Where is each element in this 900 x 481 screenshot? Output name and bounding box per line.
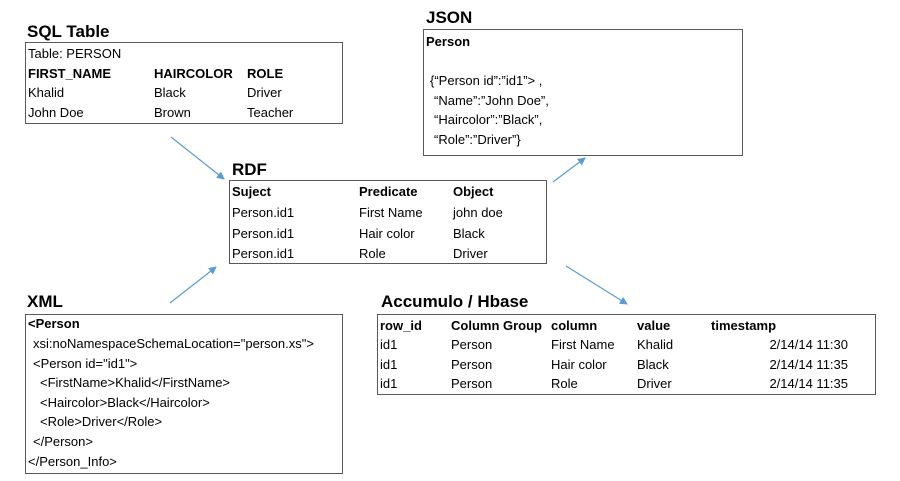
accumulo-cell: id1 — [380, 376, 398, 391]
sql-col-first-name: FIRST_NAME — [28, 66, 112, 81]
arrow-sql-to-rdf — [170, 136, 225, 180]
rdf-cell: john doe — [453, 205, 503, 220]
accumulo-cell: Black — [637, 357, 669, 372]
accumulo-cell: id1 — [380, 337, 398, 352]
xml-line: <FirstName>Khalid</FirstName> — [40, 375, 231, 390]
accumulo-cell: Hair color — [551, 357, 607, 372]
accumulo-cell: 2/14/14 11:30 — [769, 337, 848, 352]
rdf-cell: Person.id1 — [232, 246, 295, 261]
accumulo-cell: First Name — [551, 337, 615, 352]
json-title: JSON — [426, 8, 473, 27]
accumulo-col-column-group: Column Group — [451, 318, 542, 333]
sql-cell: Driver — [247, 85, 282, 100]
accumulo-cell: Person — [451, 337, 493, 352]
sql-cell: Teacher — [247, 105, 294, 120]
xml-title: XML — [27, 292, 63, 311]
sql-table-caption: Table: PERSON — [28, 46, 122, 61]
rdf-cell: Role — [359, 246, 386, 261]
accumulo-cell: Role — [551, 376, 578, 391]
rdf-cell: First Name — [359, 205, 423, 220]
arrow-rdf-to-json — [552, 157, 586, 183]
json-heading: Person — [426, 34, 471, 49]
json-line: “Haircolor”:”Black”, — [434, 112, 543, 127]
rdf-title: RDF — [232, 160, 267, 179]
rdf-col-subject: Suject — [232, 184, 272, 199]
xml-line: </Person> — [33, 434, 93, 449]
sql-col-role: ROLE — [247, 66, 284, 81]
rdf-cell: Driver — [453, 246, 488, 261]
accumulo-col-timestamp: timestamp — [711, 318, 777, 333]
arrow-rdf-to-accumulo — [565, 265, 628, 305]
accumulo-cell: Person — [451, 376, 493, 391]
rdf-cell: Black — [453, 226, 485, 241]
xml-line: xsi:noNamespaceSchemaLocation="person.xs… — [33, 336, 314, 351]
sql-table-title: SQL Table — [27, 22, 110, 41]
sql-col-haircolor: HAIRCOLOR — [154, 66, 233, 81]
accumulo-col-value: value — [637, 318, 671, 333]
sql-cell: Brown — [154, 105, 191, 120]
json-line: “Role”:”Driver”} — [434, 132, 521, 147]
accumulo-cell: Person — [451, 357, 493, 372]
rdf-col-predicate: Predicate — [359, 184, 418, 199]
xml-line: <Role>Driver</Role> — [40, 414, 163, 429]
accumulo-cell: id1 — [380, 357, 398, 372]
xml-line: <Haircolor>Black</Haircolor> — [40, 395, 210, 410]
rdf-col-object: Object — [453, 184, 494, 199]
accumulo-col-row-id: row_id — [380, 318, 422, 333]
sql-cell: Black — [154, 85, 186, 100]
accumulo-box: row_id Column Group column value timesta… — [377, 314, 876, 395]
accumulo-col-column: column — [551, 318, 598, 333]
xml-line: </Person_Info> — [28, 454, 117, 469]
sql-cell: Khalid — [28, 85, 65, 100]
accumulo-cell: 2/14/14 11:35 — [769, 357, 848, 372]
rdf-cell: Person.id1 — [232, 205, 295, 220]
rdf-cell: Hair color — [359, 226, 415, 241]
xml-line: <Person id="id1"> — [33, 356, 138, 371]
accumulo-title: Accumulo / Hbase — [381, 292, 529, 311]
xml-box: <Person xsi:noNamespaceSchemaLocation="p… — [25, 314, 343, 474]
rdf-box: Suject Predicate Object Person.id1 First… — [229, 180, 547, 264]
json-line: {“Person id”:”id1”> , — [430, 73, 543, 88]
json-box: Person {“Person id”:”id1”> , “Name”:”Joh… — [423, 29, 743, 156]
accumulo-cell: 2/14/14 11:35 — [769, 376, 848, 391]
json-line: “Name”:”John Doe”, — [434, 93, 549, 108]
arrow-xml-to-rdf — [169, 266, 217, 304]
sql-cell: John Doe — [28, 105, 84, 120]
accumulo-cell: Khalid — [637, 337, 674, 352]
rdf-cell: Person.id1 — [232, 226, 295, 241]
xml-line: <Person — [28, 316, 80, 331]
accumulo-cell: Driver — [637, 376, 672, 391]
sql-table-box: Table: PERSON FIRST_NAME HAIRCOLOR ROLE … — [25, 42, 343, 124]
